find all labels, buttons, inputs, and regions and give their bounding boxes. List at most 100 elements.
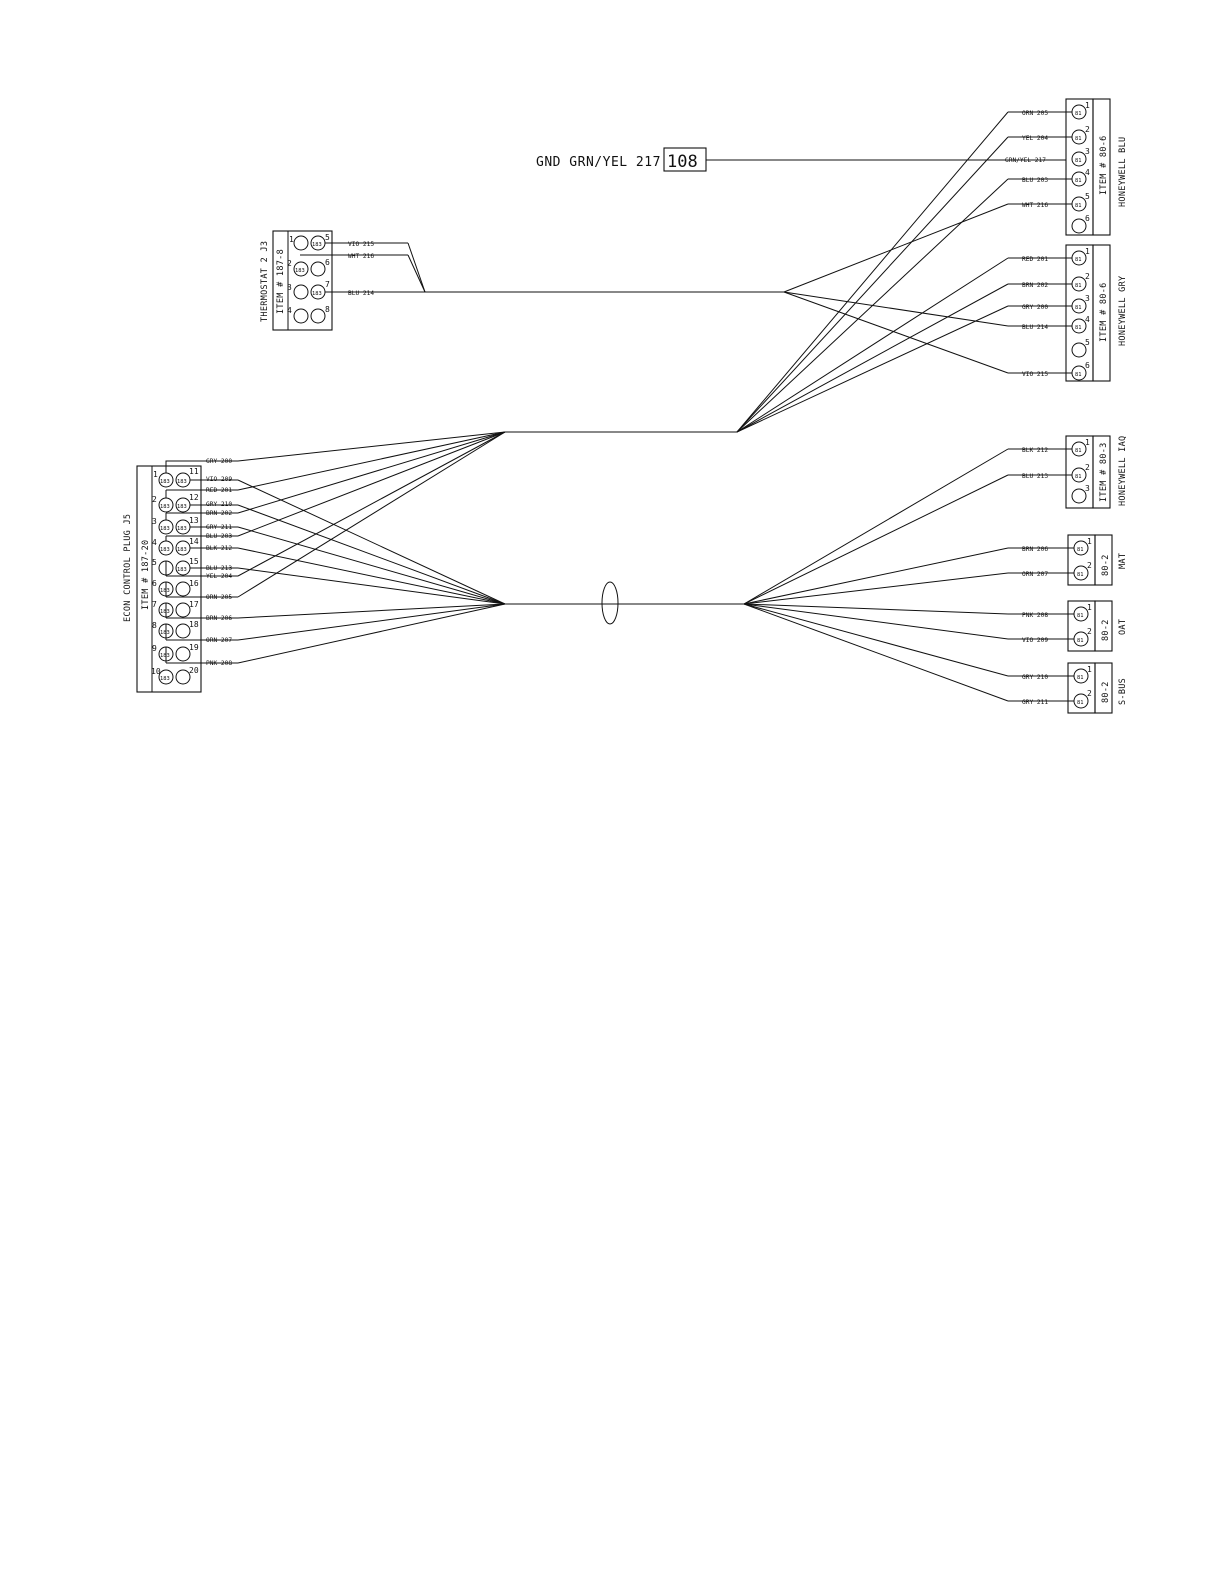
svg-text:10: 10 <box>151 667 161 676</box>
honeywell-iaq-item: ITEM # 80-3 <box>1099 442 1109 502</box>
svg-text:9: 9 <box>152 644 157 653</box>
svg-text:18: 18 <box>189 620 199 629</box>
svg-text:19: 19 <box>189 643 199 652</box>
svg-text:183: 183 <box>312 291 322 297</box>
svg-text:183: 183 <box>312 242 322 248</box>
svg-text:6: 6 <box>1085 214 1090 223</box>
shield-marker <box>601 581 619 625</box>
svg-text:BRN 202: BRN 202 <box>206 510 232 517</box>
svg-text:81: 81 <box>1075 136 1082 142</box>
svg-text:3: 3 <box>1085 484 1090 493</box>
svg-text:183: 183 <box>177 479 187 485</box>
svg-text:1: 1 <box>289 235 294 244</box>
svg-text:BLU 214: BLU 214 <box>1022 324 1048 331</box>
honeywell-blu-label: HONEYWELL BLU <box>1118 137 1128 207</box>
svg-text:12: 12 <box>189 493 199 502</box>
svg-text:BLK 212: BLK 212 <box>1022 447 1048 454</box>
thermostat-right-fan <box>783 203 1009 374</box>
svg-text:GRY 211: GRY 211 <box>1022 699 1048 706</box>
svg-text:17: 17 <box>189 600 199 609</box>
oat-item: 80-2 <box>1101 619 1111 641</box>
svg-text:6: 6 <box>1085 361 1090 370</box>
econ-pin-16 <box>175 581 191 597</box>
sbus-label: S-BUS <box>1118 678 1128 705</box>
svg-text:5: 5 <box>1085 192 1090 201</box>
svg-text:RED 201: RED 201 <box>1022 256 1048 263</box>
svg-text:5: 5 <box>325 233 330 242</box>
honeywell-iaq-pin-3 <box>1071 488 1087 504</box>
svg-text:16: 16 <box>189 579 199 588</box>
svg-text:3: 3 <box>287 283 292 292</box>
svg-text:PNK 208: PNK 208 <box>206 660 232 667</box>
svg-text:WHT 216: WHT 216 <box>1022 202 1048 209</box>
svg-text:183: 183 <box>160 547 170 553</box>
svg-text:4: 4 <box>287 306 292 315</box>
econ-pin-10 <box>158 669 174 685</box>
thermostat-pin-6 <box>310 261 326 277</box>
oat-label: OAT <box>1118 619 1128 635</box>
svg-text:1: 1 <box>1087 537 1092 546</box>
svg-text:ORN 207: ORN 207 <box>206 637 232 644</box>
svg-text:YEL 204: YEL 204 <box>1022 135 1048 142</box>
svg-text:81: 81 <box>1075 325 1082 331</box>
svg-text:BLU 214: BLU 214 <box>348 290 374 297</box>
honeywell-gry-item: ITEM # 80-6 <box>1099 282 1109 342</box>
svg-text:2: 2 <box>1085 125 1090 134</box>
econ-pin-20 <box>175 669 191 685</box>
svg-text:81: 81 <box>1075 372 1082 378</box>
svg-text:2: 2 <box>1085 272 1090 281</box>
svg-text:11: 11 <box>189 467 199 476</box>
svg-text:ORN 205: ORN 205 <box>206 594 232 601</box>
econ-upper-fan <box>237 431 506 598</box>
svg-text:ORN 207: ORN 207 <box>1022 571 1048 578</box>
svg-text:VIO 215: VIO 215 <box>1022 371 1048 378</box>
svg-text:81: 81 <box>1075 474 1082 480</box>
svg-text:WHT 216: WHT 216 <box>348 253 374 260</box>
svg-text:81: 81 <box>1075 305 1082 311</box>
svg-text:81: 81 <box>1075 203 1082 209</box>
thermostat-pin-1 <box>293 235 309 251</box>
svg-text:VIO 209: VIO 209 <box>206 476 232 483</box>
sbus-item: 80-2 <box>1101 681 1111 703</box>
svg-text:1: 1 <box>1087 665 1092 674</box>
econ-pin-17 <box>175 602 191 618</box>
svg-text:4: 4 <box>152 538 157 547</box>
ground-callout: GND GRN/YEL 217 108 <box>536 147 1066 172</box>
svg-text:GRY 210: GRY 210 <box>206 501 232 508</box>
svg-text:7: 7 <box>325 280 330 289</box>
honeywell-blu-connector: ITEM # 80-6 HONEYWELL BLU 1 2 3 4 5 6 81… <box>1005 98 1128 236</box>
mat-label: MAT <box>1118 553 1128 569</box>
honeywell-iaq-label: HONEYWELL IAQ <box>1118 436 1128 506</box>
honeywell-blu-pin-3 <box>1071 151 1087 167</box>
svg-text:81: 81 <box>1077 675 1084 681</box>
svg-text:81: 81 <box>1075 111 1082 117</box>
svg-text:5: 5 <box>152 558 157 567</box>
mat-item: 80-2 <box>1101 554 1111 576</box>
svg-text:183: 183 <box>295 268 305 274</box>
econ-pin-19 <box>175 646 191 662</box>
svg-text:5: 5 <box>1085 338 1090 347</box>
mat-connector: 80-2 MAT 1 2 81 81 BRN 206 ORN 207 <box>1008 534 1128 586</box>
thermostat-housing <box>272 230 333 331</box>
honeywell-gry-pin-5 <box>1071 342 1087 358</box>
svg-text:81: 81 <box>1075 257 1082 263</box>
thermostat-item: ITEM # 187-8 <box>276 249 286 314</box>
svg-text:8: 8 <box>152 621 157 630</box>
svg-text:GRY 211: GRY 211 <box>206 524 232 531</box>
svg-text:81: 81 <box>1075 158 1082 164</box>
svg-text:GRY 210: GRY 210 <box>1022 674 1048 681</box>
svg-text:81: 81 <box>1077 572 1084 578</box>
ground-ref: 108 <box>667 152 698 172</box>
honeywell-gry-label: HONEYWELL GRY <box>1118 276 1128 346</box>
svg-text:183: 183 <box>160 676 170 682</box>
svg-text:1: 1 <box>1085 101 1090 110</box>
svg-text:3: 3 <box>1085 294 1090 303</box>
svg-text:183: 183 <box>177 567 187 573</box>
svg-text:81: 81 <box>1077 547 1084 553</box>
svg-text:3: 3 <box>1085 147 1090 156</box>
svg-text:1: 1 <box>153 470 158 479</box>
svg-text:YEL 204: YEL 204 <box>206 573 232 580</box>
svg-text:81: 81 <box>1077 700 1084 706</box>
svg-text:ORN 205: ORN 205 <box>1022 110 1048 117</box>
econ-housing <box>136 465 202 693</box>
